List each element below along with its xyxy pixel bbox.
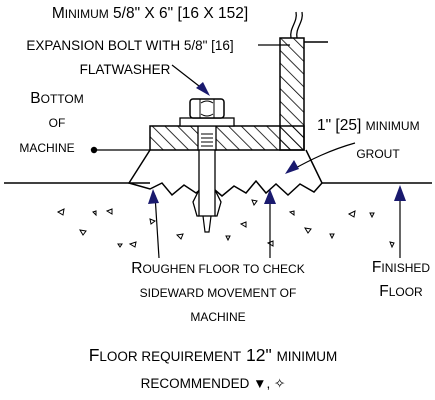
- bottom-of-machine-dot-icon: [90, 146, 98, 154]
- grout-label-num: 1" [25]: [317, 117, 366, 134]
- grout-pad: [127, 149, 323, 197]
- roughen-arrow-left-icon: [148, 189, 159, 204]
- finished-floor-rest: LOOR: [389, 285, 423, 299]
- roughen-label-line1: ROUGHEN FLOOR TO CHECK: [131, 260, 304, 277]
- requirement-rest: LOOR REQUIREMENT: [99, 349, 241, 364]
- concrete-aggregate: [56, 199, 395, 249]
- finished-floor-cap: F: [379, 283, 388, 300]
- bolt-label-line2: EXPANSION BOLT WITH 5/8" [16]: [26, 38, 233, 53]
- machine-label-line1: BOTTOM: [30, 90, 83, 107]
- finished-label-line2: FLOOR: [379, 283, 423, 300]
- finished-label-rest: INISHED: [381, 261, 430, 275]
- machine-label-line3: MACHINE: [19, 141, 74, 155]
- bolt-label-line1: MINIMUM 5/8" X 6" [16 X 152]: [52, 5, 248, 22]
- machine-label-rest: OTTOM: [41, 92, 84, 106]
- roughen-arrow-right-icon: [264, 189, 276, 204]
- finished-label-cap: F: [372, 259, 381, 276]
- bolt-arrow-icon: [196, 82, 210, 96]
- roughen-label-line3: MACHINE: [190, 310, 245, 324]
- grout-label-line2: GROUT: [356, 147, 400, 161]
- bolt-label-line3: FLATWASHER: [80, 62, 171, 77]
- machine-label-line2: OF: [49, 116, 66, 130]
- grout-label-rest: MINIMUM: [366, 119, 420, 133]
- requirement-cap: F: [89, 345, 100, 365]
- roughen-label-rest: OUGHEN FLOOR TO CHECK: [142, 262, 304, 276]
- requirement-end: MINIMUM: [277, 349, 338, 364]
- requirement-line2: RECOMMENDED ▼, ✧: [141, 376, 286, 391]
- machine-base-plate: [149, 125, 305, 151]
- expansion-bolt: [179, 98, 235, 233]
- bolt-label-dims: 5/8" X 6" [16 X 152]: [109, 5, 248, 22]
- bolt-label-cap: M: [52, 5, 65, 22]
- requirement-line1: FLOOR REQUIREMENT 12" MINIMUM: [89, 345, 338, 365]
- roughen-label-line2: SIDEWARD MOVEMENT OF: [140, 286, 297, 300]
- bolt-label-rest: INIMUM: [65, 7, 109, 21]
- requirement-num: 12": [241, 345, 276, 365]
- grout-arrow-icon: [285, 160, 299, 174]
- arrowheads: [148, 82, 406, 204]
- roughen-label-cap: R: [131, 260, 142, 277]
- grout-label-line1: 1" [25] MINIMUM: [317, 117, 420, 134]
- finished-label-line1: FINISHED: [372, 259, 430, 276]
- finished-floor-arrow-icon: [394, 185, 406, 201]
- machine-label-cap: B: [30, 90, 40, 107]
